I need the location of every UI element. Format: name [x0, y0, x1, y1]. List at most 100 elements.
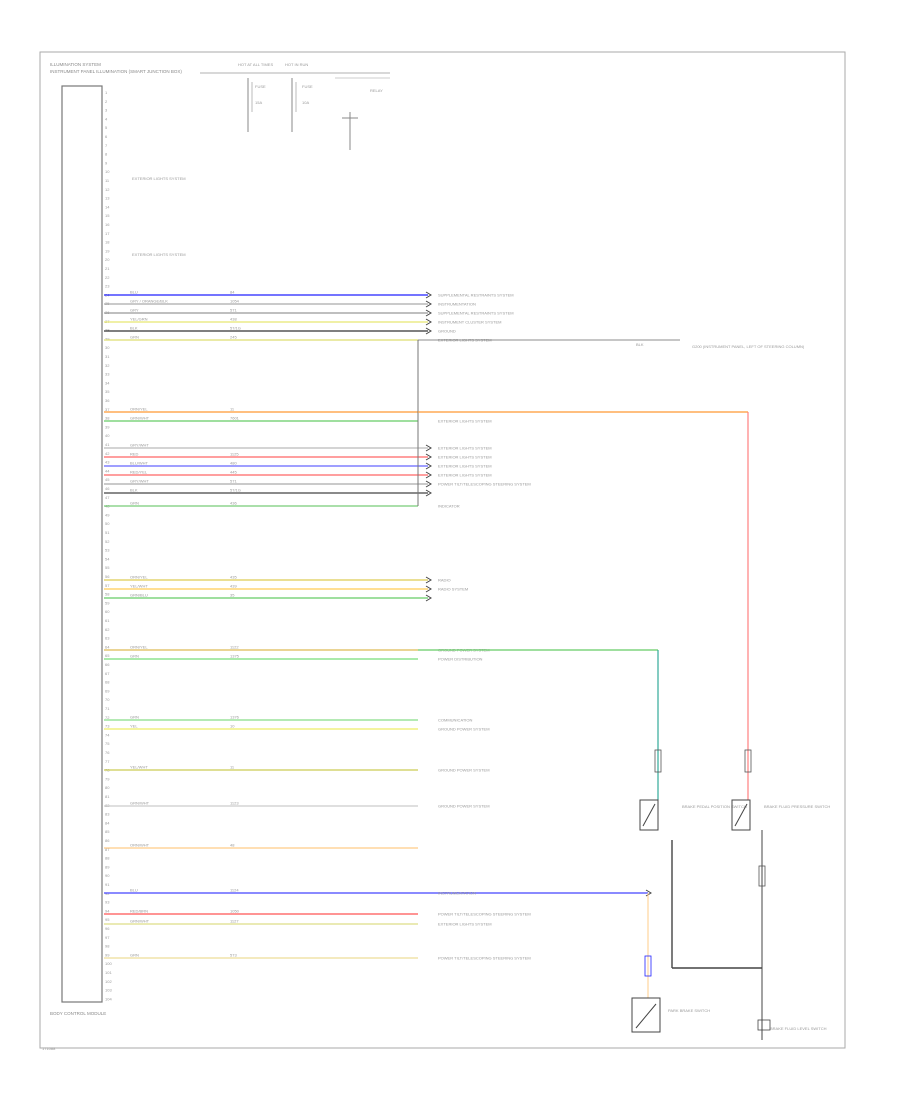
wire-color-label: GRY/WHT — [130, 443, 149, 448]
wire-arrow — [425, 327, 432, 335]
wire-circuit-code: 48 — [230, 843, 235, 848]
diagram-border — [39, 51, 846, 1049]
pin-number: 10 — [105, 169, 110, 174]
pin-number: 88 — [105, 856, 110, 861]
wire-circuit-code: 1054 — [230, 299, 240, 304]
wire-destination: SUPPLEMENTAL RESTRAINTS SYSTEM — [438, 311, 514, 316]
wire-circuit-code: 1050 — [230, 909, 240, 914]
wire-circuit-code: 445 — [230, 470, 237, 475]
pin-number: 100 — [105, 961, 112, 966]
pin-number: 63 — [105, 636, 110, 641]
pin-number: 59 — [105, 600, 110, 605]
pin-number: 34 — [105, 380, 110, 385]
pin-number: 82 — [105, 803, 110, 808]
fuse-b-amp: 10A — [302, 100, 309, 105]
wire-destination: SUPPLEMENTAL RESTRAINTS SYSTEM — [438, 293, 514, 298]
wire-color-label: GRY — [130, 308, 139, 313]
wire-arrow — [425, 576, 432, 584]
brake-fluid-level-label: BRAKE FLUID LEVEL SWITCH — [770, 1026, 827, 1031]
wire-destination: POWER DISTRIBUTION — [438, 657, 483, 662]
pin-number: 50 — [105, 521, 110, 526]
fuse-a-title: HOT AT ALL TIMES — [238, 62, 273, 67]
pin-number: 21 — [105, 266, 110, 271]
wire-color-label: GRN/WHT — [130, 919, 150, 924]
pin-number: 85 — [105, 829, 110, 834]
pin-number: 91 — [105, 882, 110, 887]
pin-number: 17 — [105, 231, 110, 236]
wire-color-label: GRN/BLU — [130, 593, 148, 598]
pin-number: 54 — [105, 556, 110, 561]
pin-number: 32 — [105, 363, 110, 368]
pin-number: 58 — [105, 592, 110, 597]
pin-number: 83 — [105, 812, 110, 817]
small-label-2: EXTERIOR LIGHTS SYSTEM — [132, 252, 186, 257]
wire-circuit-code: 11 — [230, 407, 235, 412]
pin-number: 35 — [105, 389, 110, 394]
wire-color-label: BLU — [130, 888, 138, 893]
pin-number: 102 — [105, 979, 112, 984]
pin-number: 69 — [105, 688, 110, 693]
pin-number: 23 — [105, 284, 110, 289]
pin-number: 49 — [105, 512, 110, 517]
wire-color-label: YEL — [130, 724, 138, 729]
wire-destination: POWER TILT/TELESCOPING STEERING SYSTEM — [438, 912, 531, 917]
wire-arrow — [425, 480, 432, 488]
wire-color-label: GRN/WHT — [130, 801, 150, 806]
pin-number: 86 — [105, 838, 110, 843]
page-code: 171088 — [42, 1046, 56, 1051]
brake-switch-label: BRAKE PEDAL POSITION SWITCH — [682, 804, 747, 809]
pin-number: 99 — [105, 952, 110, 957]
wire-arrow — [425, 489, 432, 497]
wire-destination: EXTERIOR LIGHTS SYSTEM — [438, 473, 492, 478]
relay-label: RELAY — [370, 88, 383, 93]
pin-number: 36 — [105, 398, 110, 403]
wire-color-label: GRN — [130, 654, 139, 659]
pin-number: 76 — [105, 750, 110, 755]
pin-number: 39 — [105, 424, 110, 429]
pin-number: 20 — [105, 257, 110, 262]
pin-number: 71 — [105, 706, 110, 711]
pin-number: 52 — [105, 539, 110, 544]
pin-number: 5 — [105, 125, 108, 130]
pin-number: 15 — [105, 213, 110, 218]
pin-number: 22 — [105, 275, 110, 280]
wire-circuit-code: 7601 — [230, 416, 240, 421]
wire-destination: EXTERIOR LIGHTS SYSTEM — [438, 922, 492, 927]
pin-number: 45 — [105, 477, 110, 482]
wire-color-label: RED/BRN — [130, 909, 148, 914]
pin-number: 56 — [105, 574, 110, 579]
wire-color-label: YEL/GRN — [130, 317, 148, 322]
pin-number: 80 — [105, 785, 110, 790]
wire-destination: EXTERIOR LIGHTS SYSTEM — [438, 419, 492, 424]
pin-number: 41 — [105, 442, 110, 447]
park-brake-switch — [631, 997, 661, 1033]
pin-number: 77 — [105, 759, 110, 764]
pin-number: 75 — [105, 741, 110, 746]
pin-number: 62 — [105, 627, 110, 632]
pin-number: 66 — [105, 662, 110, 667]
pin-number: 47 — [105, 495, 110, 500]
pin-number: 37 — [105, 407, 110, 412]
wire-destination: EXTERIOR LIGHTS SYSTEM — [438, 455, 492, 460]
wire-circuit-code: 84 — [230, 290, 235, 295]
pin-number: 93 — [105, 900, 110, 905]
pin-number: 4 — [105, 116, 108, 121]
wire-circuit-code: 11 — [230, 765, 235, 770]
fuse-b-title: HOT IN RUN — [285, 62, 308, 67]
pin-number: 40 — [105, 433, 110, 438]
wire-color-label: ORN/YEL — [130, 645, 148, 650]
wire-arrow — [425, 453, 432, 461]
pin-number: 68 — [105, 680, 110, 685]
pin-number: 16 — [105, 222, 110, 227]
